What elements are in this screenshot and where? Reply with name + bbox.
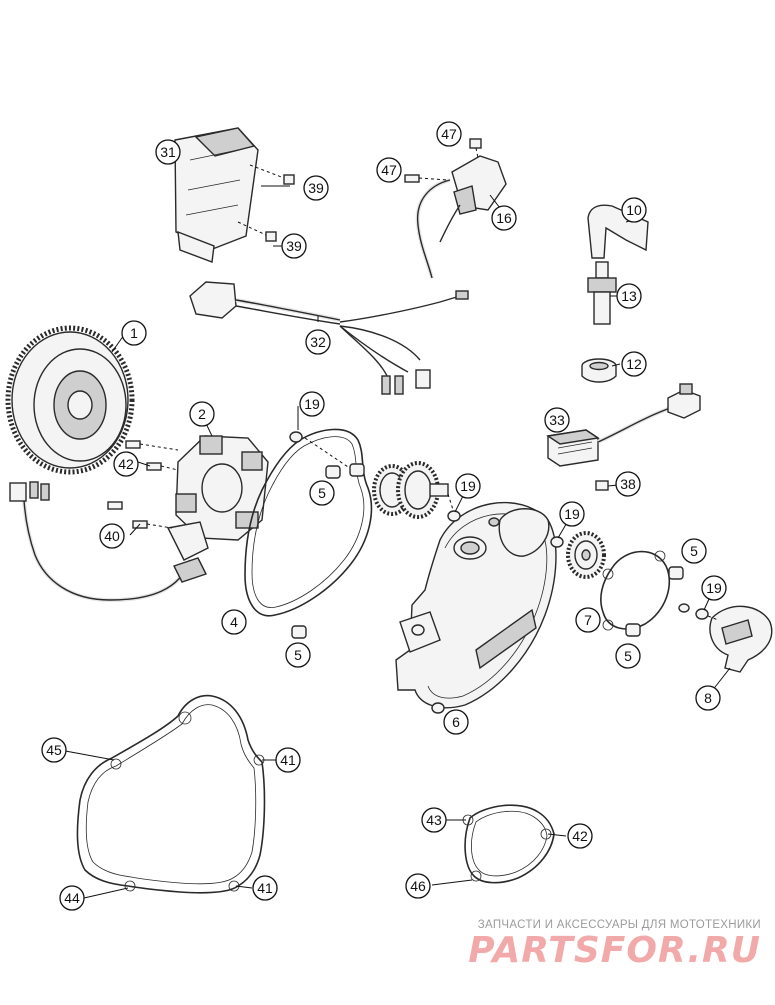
callout-32: 32 — [305, 329, 331, 355]
svg-text:39: 39 — [308, 180, 324, 196]
callout-1: 1 — [121, 320, 147, 346]
callout-42-gasket: 42 — [567, 823, 593, 849]
callout-41-lower: 41 — [252, 875, 278, 901]
svg-text:12: 12 — [626, 356, 642, 372]
callout-19-inspection: 19 — [701, 575, 727, 601]
svg-text:44: 44 — [64, 890, 80, 906]
svg-text:38: 38 — [620, 476, 636, 492]
callout-10: 10 — [621, 197, 647, 223]
flywheel — [5, 325, 135, 475]
svg-text:19: 19 — [564, 506, 580, 522]
svg-text:7: 7 — [584, 612, 592, 628]
watermark: ЗАПЧАСТИ И АКСЕССУАРЫ ДЛЯ МОТОТЕХНИКИ PA… — [468, 919, 761, 971]
svg-text:8: 8 — [704, 690, 712, 706]
gasket-washer-19 — [289, 431, 303, 443]
spark-plug — [587, 261, 617, 325]
svg-text:47: 47 — [381, 162, 397, 178]
wiring-harness — [189, 281, 469, 395]
callout-5-right: 5 — [681, 538, 707, 564]
callout-41-upper: 41 — [275, 747, 301, 773]
svg-text:41: 41 — [280, 752, 296, 768]
callout-19-gear: 19 — [455, 473, 481, 499]
svg-text:39: 39 — [286, 238, 302, 254]
callout-38: 38 — [615, 471, 641, 497]
callout-33: 33 — [544, 407, 570, 433]
svg-text:6: 6 — [452, 714, 460, 730]
svg-text:42: 42 — [572, 828, 588, 844]
callout-13: 13 — [616, 283, 642, 309]
idler-gear — [566, 531, 606, 579]
callout-44: 44 — [59, 885, 85, 911]
svg-text:5: 5 — [318, 485, 326, 501]
callout-19-cover: 19 — [559, 501, 585, 527]
svg-text:45: 45 — [46, 742, 62, 758]
reduction-gears — [372, 461, 456, 519]
inspection-dowel-sleeves — [625, 566, 684, 637]
inspection-cover-gasket — [600, 550, 671, 631]
dowel-sleeves — [291, 463, 365, 639]
svg-text:1: 1 — [130, 325, 138, 341]
callout-47-left: 47 — [376, 157, 402, 183]
callout-5-gasket: 5 — [309, 480, 335, 506]
crankcase-gasket-small — [462, 804, 555, 884]
svg-text:19: 19 — [304, 396, 320, 412]
ignition-coil — [415, 155, 507, 279]
svg-text:19: 19 — [706, 580, 722, 596]
callout-5-bottom-right: 5 — [615, 643, 641, 669]
svg-text:19: 19 — [460, 478, 476, 494]
regulator-bolt — [595, 480, 609, 491]
callout-45: 45 — [41, 737, 67, 763]
callout-8: 8 — [695, 685, 721, 711]
svg-text:31: 31 — [160, 144, 176, 160]
svg-text:2: 2 — [198, 406, 206, 422]
coil-bolt-b — [469, 138, 482, 159]
callout-40: 40 — [99, 523, 125, 549]
callout-47-right: 47 — [436, 121, 462, 147]
cover-washers-19 — [447, 510, 564, 548]
svg-text:41: 41 — [257, 880, 273, 896]
svg-text:47: 47 — [441, 126, 457, 142]
svg-text:16: 16 — [496, 210, 512, 226]
callout-16: 16 — [491, 205, 517, 231]
svg-text:5: 5 — [624, 648, 632, 664]
watermark-logo: PARTSFOR.RU — [468, 930, 761, 971]
callout-5-bottom-left: 5 — [285, 642, 311, 668]
voltage-regulator — [546, 383, 701, 467]
ecu-bolt-lower — [237, 221, 277, 242]
callout-39-upper: 39 — [303, 175, 329, 201]
svg-text:46: 46 — [410, 878, 426, 894]
callout-7: 7 — [575, 607, 601, 633]
ignition-control-unit — [174, 127, 259, 263]
callout-43: 43 — [421, 807, 447, 833]
callout-19-gasket: 19 — [299, 391, 325, 417]
callout-31: 31 — [155, 139, 181, 165]
crankcase-gasket-large — [76, 694, 266, 894]
callout-46: 46 — [405, 873, 431, 899]
svg-text:42: 42 — [118, 456, 134, 472]
ecu-bolt-upper — [249, 164, 295, 185]
svg-text:43: 43 — [426, 812, 442, 828]
callout-4: 4 — [221, 609, 247, 635]
svg-text:32: 32 — [310, 334, 326, 350]
svg-text:33: 33 — [549, 412, 565, 428]
svg-text:40: 40 — [104, 528, 120, 544]
coil-bolt-a — [404, 174, 449, 183]
callout-12: 12 — [621, 351, 647, 377]
ignition-cover — [395, 501, 557, 714]
callout-6: 6 — [443, 709, 469, 735]
stator-screws-upper — [125, 440, 179, 471]
svg-text:4: 4 — [230, 614, 238, 630]
callout-39-lower: 39 — [281, 233, 307, 259]
spark-plug-seal — [581, 358, 617, 383]
svg-text:10: 10 — [626, 202, 642, 218]
callout-2: 2 — [189, 401, 215, 427]
stator — [9, 435, 269, 603]
svg-text:5: 5 — [690, 543, 698, 559]
watermark-caption: ЗАПЧАСТИ И АКСЕССУАРЫ ДЛЯ МОТОТЕХНИКИ — [477, 919, 761, 931]
svg-text:5: 5 — [294, 647, 302, 663]
svg-text:13: 13 — [621, 288, 637, 304]
inspection-cover — [678, 603, 773, 673]
callout-42-stator: 42 — [113, 451, 139, 477]
